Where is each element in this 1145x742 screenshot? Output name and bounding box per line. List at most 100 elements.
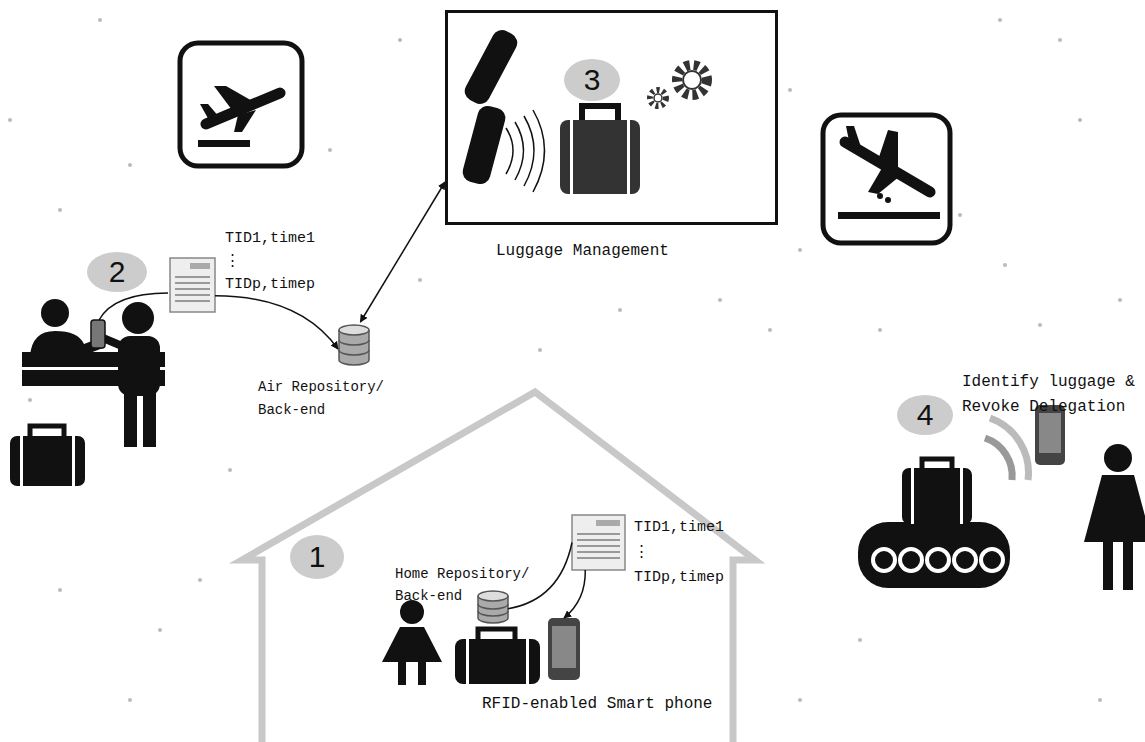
check-in-desk-scene [10, 436, 85, 486]
baggage-claim-scene [954, 549, 976, 571]
tid-list: TID1,time1 ⋮ TIDp,timep [634, 515, 734, 590]
connector-arrow [564, 570, 585, 618]
luggage-management-scene [582, 106, 618, 120]
background-dots [198, 578, 202, 582]
baggage-claim-scene [902, 468, 972, 524]
home-repository-database: Home Repository/ Back-end [478, 590, 508, 624]
connector-arrow [360, 182, 445, 322]
background-dots [1078, 118, 1082, 122]
background-dots [128, 698, 132, 702]
home-scene [552, 626, 576, 668]
luggage-management-scene [447, 12, 776, 223]
baggage-claim-scene [981, 549, 1003, 571]
home-scene [398, 660, 406, 685]
database-icon [339, 340, 369, 345]
background-dots [1098, 698, 1102, 702]
home-scene [478, 629, 515, 640]
luggage-management-scene [627, 120, 630, 194]
smartphone: RFID-enabled Smart phone [548, 618, 580, 680]
background-dots [28, 398, 32, 402]
check-in-desk-scene [103, 338, 122, 346]
baggage-claim-scene [1039, 413, 1061, 453]
home-scene [455, 639, 540, 684]
frame-caption: Luggage Management [496, 241, 736, 261]
baggage-claim-scene [927, 549, 949, 571]
callout-number: 2 [92, 255, 142, 289]
document-icon [175, 300, 210, 302]
background-dots [58, 208, 62, 212]
home-scene [382, 627, 442, 662]
home-scene [548, 618, 580, 680]
luggage-management-scene [654, 94, 662, 102]
luggage-management-scene [683, 71, 701, 89]
baggage-claim-scene [900, 549, 922, 571]
home-scene [382, 515, 625, 685]
arrival-icon [823, 115, 950, 243]
check-in-desk-scene [72, 436, 75, 486]
home-scene [478, 611, 508, 616]
background-dots [128, 163, 132, 167]
luggage-management-frame: Luggage Management [445, 10, 778, 225]
luggage-management-scene [515, 122, 524, 180]
departure-icon [198, 140, 250, 147]
luggage-management-scene [524, 116, 534, 186]
connector-arrow [215, 296, 338, 349]
baggage-claim-scene [960, 468, 963, 524]
document-icon [175, 288, 210, 290]
background-dots [228, 468, 232, 472]
callout-bubble [897, 395, 953, 435]
background-dots [58, 588, 62, 592]
home-scene [478, 591, 508, 601]
home-scene [466, 639, 469, 684]
document-icon [175, 282, 210, 284]
departure-icon [180, 43, 302, 166]
baggage-claim-scene [858, 405, 1145, 590]
database-icon [339, 350, 369, 355]
background-dots [328, 148, 332, 152]
house-outline [242, 392, 755, 742]
document-icon [170, 258, 215, 312]
background-dots [798, 698, 802, 702]
home-scene [418, 660, 426, 685]
home-scene [577, 539, 620, 541]
check-in-desk-scene [99, 293, 168, 320]
check-in-desk-scene [91, 320, 105, 348]
document-icon [175, 276, 210, 278]
background-dots [788, 88, 792, 92]
baggage-claim-scene [873, 549, 895, 571]
callout-bubble [290, 535, 344, 579]
check-in-desk-scene [41, 299, 69, 327]
callout-number: 3 [567, 63, 617, 97]
background-dots [1003, 263, 1007, 267]
background-dots [8, 18, 1122, 702]
home-scene [572, 515, 625, 570]
departure-icon [180, 43, 302, 166]
luggage-management-scene [461, 26, 521, 107]
callout-bubble [564, 59, 620, 101]
luggage-management-scene [650, 90, 666, 106]
departure-icon [200, 104, 220, 122]
home-scene [577, 557, 620, 559]
document-icon [190, 263, 210, 269]
air-repository-database: Air Repository/ Back-end [338, 322, 370, 367]
background-dots [1038, 323, 1042, 327]
callout-number: 1 [292, 540, 342, 574]
tid-document: TID1,time1 ⋮ TIDp,timep [572, 515, 625, 570]
baggage-claim-scene [1084, 475, 1145, 542]
background-dots [958, 213, 962, 217]
background-dots [538, 348, 542, 352]
luggage-management-scene [533, 110, 545, 192]
device-label: RFID-enabled Smart phone [482, 694, 732, 714]
arrival-icon [838, 212, 940, 219]
luggage-management-scene [570, 120, 573, 194]
background-dots [718, 298, 722, 302]
home-scene [577, 545, 620, 547]
document-icon [175, 294, 210, 296]
luggage-management-scene [447, 12, 776, 223]
check-in-desk-scene [30, 426, 64, 437]
background-dots [158, 628, 162, 632]
home-scene [526, 639, 529, 684]
home-scene [478, 604, 508, 609]
